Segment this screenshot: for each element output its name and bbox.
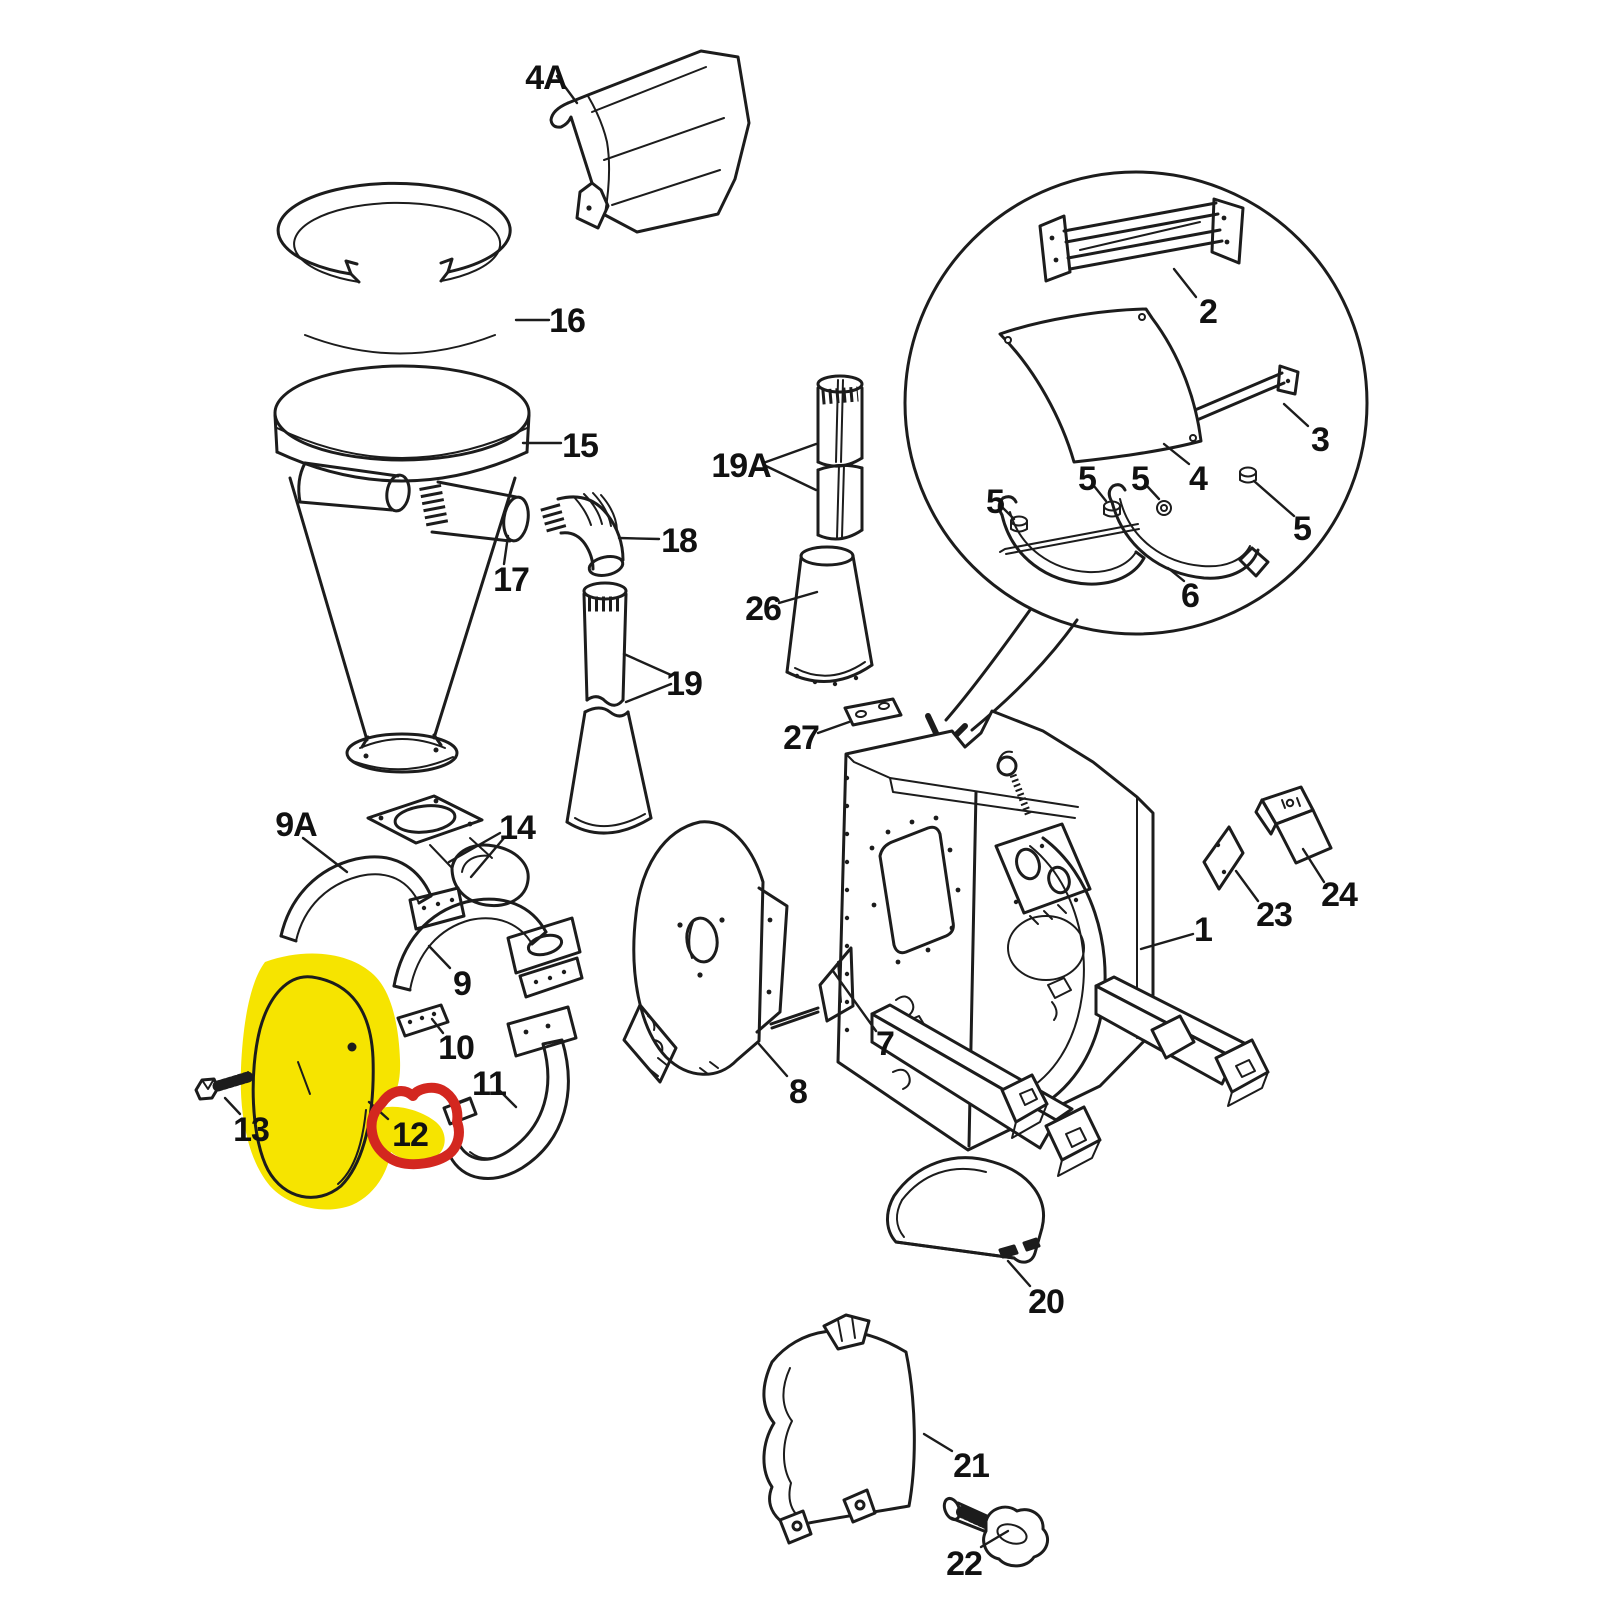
part-17-sleeve: [419, 480, 530, 543]
red-circle-annotation: [366, 1082, 464, 1170]
label-9: 9: [453, 965, 471, 1003]
label-19: 19: [666, 665, 702, 703]
part-4-screen: [998, 307, 1203, 464]
part-16-band: [276, 181, 512, 355]
part-labels: 4A 16 15 17 18 19 19A 26 27 2 3 4 5 5 5 …: [233, 59, 1359, 1583]
label-6: 6: [1181, 577, 1199, 615]
part-10-plate: [396, 1003, 450, 1038]
label-13: 13: [233, 1111, 269, 1149]
label-12: 12: [392, 1116, 428, 1154]
label-17: 17: [493, 561, 529, 599]
label-20: 20: [1028, 1283, 1064, 1321]
part-27-plate: [843, 697, 903, 727]
label-2: 2: [1199, 293, 1217, 331]
label-11: 11: [472, 1065, 506, 1103]
part-22-knob-bolt: [942, 1496, 1050, 1568]
part-19-tube: [565, 581, 653, 835]
part-9a-band: [279, 855, 466, 943]
part-20-cover: [886, 1156, 1045, 1264]
part-13-bolt: [194, 1071, 254, 1101]
part-21-cover: [762, 1313, 916, 1545]
label-24: 24: [1321, 876, 1358, 914]
part-19a-cylinders: [816, 374, 864, 541]
label-7: 7: [876, 1025, 894, 1063]
label-4: 4: [1189, 460, 1208, 498]
label-5a: 5: [986, 483, 1004, 521]
part-3-bar: [1188, 364, 1300, 428]
label-5d: 5: [1293, 510, 1311, 548]
housing-skids: [870, 975, 1270, 1177]
detail-circle: [903, 170, 1369, 751]
part-12-cover-disc: [251, 975, 375, 1199]
label-21: 21: [953, 1447, 989, 1485]
highlight-overlay: [240, 953, 445, 1210]
housing-rivet-dots: [844, 775, 1079, 1033]
part-9-band: [392, 897, 584, 999]
label-16: 16: [549, 302, 585, 340]
label-22: 22: [946, 1545, 982, 1583]
part-18-elbow: [540, 492, 625, 577]
label-26: 26: [745, 590, 781, 628]
label-8: 8: [789, 1073, 807, 1111]
part-4a-cover: [549, 49, 751, 234]
part-24-bracket: [1254, 785, 1333, 865]
label-10: 10: [438, 1029, 474, 1067]
part-1-housing: [836, 709, 1270, 1177]
label-3: 3: [1311, 421, 1329, 459]
label-4a: 4A: [525, 59, 567, 97]
part-2-channel: [1038, 197, 1245, 283]
label-18: 18: [661, 522, 697, 560]
label-5b: 5: [1078, 460, 1096, 498]
part-26-funnel: [785, 545, 874, 687]
part-15-hopper: [273, 364, 531, 774]
label-14: 14: [499, 809, 536, 847]
part-8-shield-disc: [622, 820, 789, 1084]
label-1: 1: [1194, 911, 1212, 949]
label-27: 27: [783, 719, 819, 757]
leader-lines: [223, 74, 1326, 1549]
label-19a: 19A: [711, 447, 771, 485]
part-23-plate: [1202, 825, 1245, 891]
label-15: 15: [562, 427, 598, 465]
part-6-supports: [997, 483, 1270, 586]
label-5c: 5: [1131, 460, 1149, 498]
label-9a: 9A: [275, 806, 317, 844]
part-5-bushings: [1010, 466, 1257, 533]
label-23: 23: [1256, 896, 1292, 934]
